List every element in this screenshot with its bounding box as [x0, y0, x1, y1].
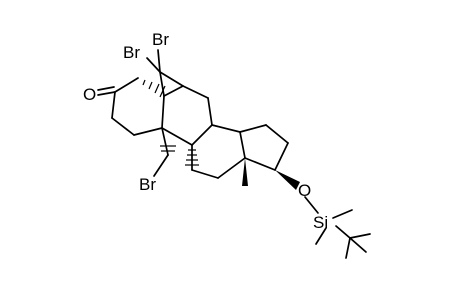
bond — [244, 157, 276, 171]
bond — [111, 91, 116, 119]
hashed-bond — [185, 149, 199, 166]
bond — [182, 85, 209, 99]
bond — [332, 209, 353, 219]
bond — [265, 124, 289, 144]
bond — [133, 127, 163, 136]
bond — [217, 157, 246, 179]
bond — [161, 127, 193, 146]
bond — [239, 124, 267, 133]
bond — [146, 57, 161, 73]
hashed-bond — [160, 145, 176, 152]
bond — [159, 71, 184, 87]
bond — [207, 97, 213, 126]
bond — [114, 77, 139, 93]
bond — [153, 154, 169, 177]
wedge-bond — [275, 170, 300, 190]
bond — [211, 124, 241, 133]
atom-label-br: Br — [139, 175, 156, 194]
ketone-bond — [97, 86, 115, 91]
atom-label-br: Br — [123, 43, 140, 62]
bond — [157, 49, 161, 73]
bond — [345, 237, 351, 259]
bond — [335, 225, 351, 239]
atom-label-oxygen: O — [83, 85, 96, 104]
bond — [349, 233, 371, 239]
bond — [159, 71, 165, 97]
bond — [315, 227, 327, 245]
bond — [274, 142, 289, 171]
bond — [304, 196, 319, 214]
bond — [349, 237, 367, 253]
methyl-wedge — [242, 158, 248, 186]
bond — [191, 169, 219, 179]
bond — [191, 124, 213, 146]
atom-label-oxygen: O — [298, 181, 311, 200]
atom-label-silicon: Si — [313, 213, 328, 232]
bond — [239, 131, 246, 159]
ketone-bond — [97, 91, 116, 96]
bond — [161, 95, 165, 129]
bond — [163, 85, 184, 97]
atom-label-br: Br — [152, 30, 169, 49]
bond — [111, 117, 135, 136]
